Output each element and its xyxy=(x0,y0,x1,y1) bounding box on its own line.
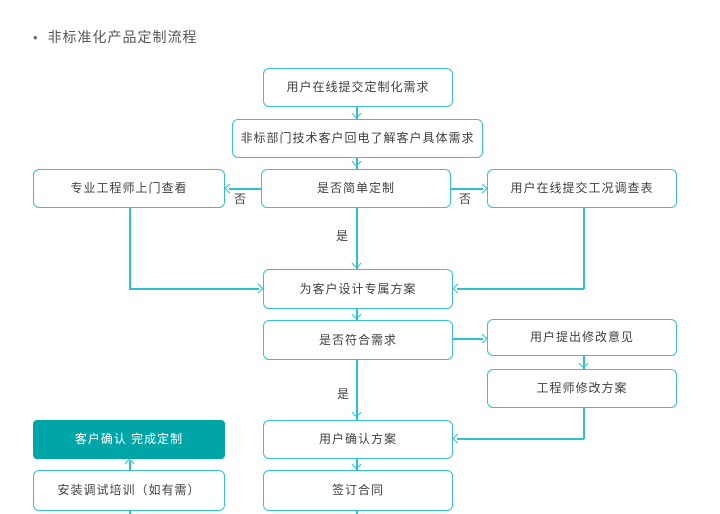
node-submit-request: 用户在线提交定制化需求 xyxy=(263,68,453,107)
edge-label-yes-top: 是 xyxy=(336,229,350,243)
arrowhead-up-icon xyxy=(124,458,135,469)
arrowhead-down-icon xyxy=(351,309,362,320)
node-meet-requirement-decision: 是否符合需求 xyxy=(263,320,453,360)
edge-label-yes-bottom: 是 xyxy=(337,387,351,401)
connector-callback-to-decision xyxy=(356,158,358,169)
arrowhead-left-icon xyxy=(452,433,463,444)
node-engineer-revise: 工程师修改方案 xyxy=(487,369,677,408)
connector-survey-to-design xyxy=(457,288,584,290)
arrowhead-down-icon xyxy=(351,459,362,470)
arrowhead-left-icon xyxy=(452,283,463,294)
edge-label-no-right: 否 xyxy=(459,192,473,206)
node-install-training: 安装调试培训（如有需） xyxy=(33,470,225,511)
node-sign-contract: 签订合同 xyxy=(263,470,453,511)
connector-meetreq-yes-to-confirm xyxy=(356,360,358,420)
node-engineer-visit: 专业工程师上门查看 xyxy=(33,169,225,208)
edge-label-no-left: 否 xyxy=(234,192,248,206)
connector-survey-down xyxy=(583,208,585,289)
node-simple-custom-decision: 是否简单定制 xyxy=(261,169,451,208)
arrowhead-right-icon xyxy=(477,333,488,344)
arrowhead-down-icon xyxy=(578,358,589,369)
node-design-plan: 为客户设计专属方案 xyxy=(263,269,453,309)
connector-stub-contract xyxy=(356,511,358,514)
arrowhead-down-icon xyxy=(351,108,362,119)
node-survey-form: 用户在线提交工况调查表 xyxy=(487,169,677,208)
connector-feedback-to-revise xyxy=(583,356,585,369)
node-callback: 非标部门技术客户回电了解客户具体需求 xyxy=(232,119,483,158)
arrowhead-down-icon xyxy=(351,407,362,418)
connector-stub-install xyxy=(129,511,131,514)
connector-confirm-to-contract xyxy=(356,459,358,470)
node-customer-confirm-done: 客户确认 完成定制 xyxy=(33,420,225,459)
arrowhead-right-icon xyxy=(477,183,488,194)
node-confirm-plan: 用户确认方案 xyxy=(263,420,453,459)
arrowhead-down-icon xyxy=(351,156,362,167)
connector-no-to-survey xyxy=(451,188,483,190)
connector-engineer-to-design xyxy=(129,288,259,290)
connector-meetreq-to-feedback xyxy=(453,338,483,340)
connector-engineer-down xyxy=(129,208,131,289)
connector-design-to-meetreq xyxy=(356,309,358,320)
page-title-text: 非标准化产品定制流程 xyxy=(47,29,198,45)
arrowhead-left-icon xyxy=(224,183,235,194)
connector-submit-to-callback xyxy=(356,107,358,119)
node-user-feedback: 用户提出修改意见 xyxy=(487,319,677,356)
bullet-icon: • xyxy=(33,29,39,45)
arrowhead-down-icon xyxy=(351,258,362,269)
connector-install-to-done xyxy=(129,461,131,470)
arrowhead-right-icon xyxy=(253,283,264,294)
page-title: • 非标准化产品定制流程 xyxy=(33,27,198,47)
connector-decision-yes-to-design xyxy=(356,208,358,269)
connector-revise-down xyxy=(583,408,585,439)
connector-revise-to-confirm xyxy=(457,438,584,440)
connector-no-to-engineer-visit xyxy=(229,188,261,190)
